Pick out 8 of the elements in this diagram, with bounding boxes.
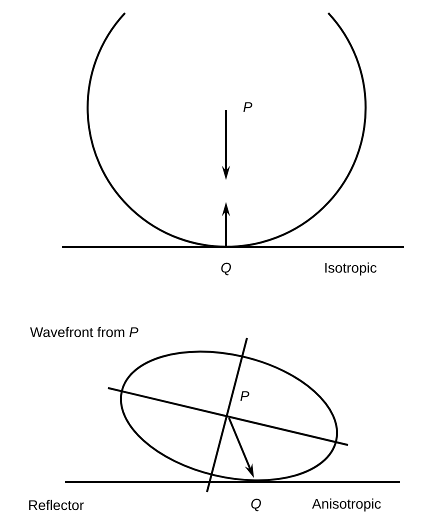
- label: P: [243, 102, 252, 112]
- label: P: [240, 391, 250, 401]
- label: Isotropic: [325, 262, 377, 276]
- label: Q: [221, 262, 231, 276]
- label: Reflector: [29, 500, 84, 510]
- label: Wavefront from P: [30, 326, 138, 338]
- label: Anisotropic: [312, 498, 381, 512]
- label: Q: [251, 498, 261, 512]
